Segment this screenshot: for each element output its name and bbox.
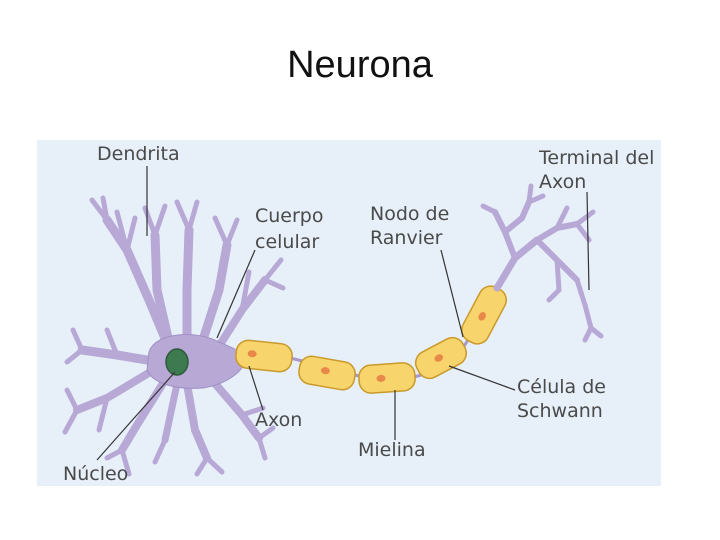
label-ranvier: Ranvier [370, 227, 443, 249]
leader-nucleo [96, 371, 176, 461]
myelin-segment [414, 336, 468, 380]
leader-lines [96, 166, 590, 461]
label-celular: celular [255, 231, 319, 253]
diagram-background [37, 140, 661, 486]
myelin-sheath [235, 285, 507, 394]
slide-title: Neurona [287, 44, 433, 86]
myelin-segment [358, 362, 416, 394]
label-mielina: Mielina [358, 439, 426, 461]
axon-terminal [480, 183, 604, 343]
leader-celula-schwann [448, 365, 516, 391]
label-cuerpo: Cuerpo [255, 205, 324, 227]
label-axon: Axon [255, 409, 302, 431]
label-celula-de: Célula de [517, 376, 606, 398]
dendrites [62, 195, 286, 477]
nucleus [165, 348, 189, 376]
label-nodo-de: Nodo de [370, 203, 449, 225]
myelin-segment [235, 339, 293, 373]
label-nucleo: Núcleo [63, 463, 128, 485]
label-terminal-axon: Axon [539, 171, 586, 193]
leader-nodo-ranvier [440, 249, 464, 338]
label-schwann: Schwann [517, 400, 603, 422]
label-dendrita: Dendrita [97, 143, 180, 165]
neuron-diagram: Dendrita Terminal del Axon Cuerpo celula… [37, 140, 661, 486]
leader-terminal-axon [586, 191, 590, 291]
myelin-segment [298, 355, 356, 391]
leader-cuerpo-celular [216, 249, 256, 339]
leader-axon [248, 365, 264, 411]
label-terminal-del: Terminal del [538, 147, 654, 169]
